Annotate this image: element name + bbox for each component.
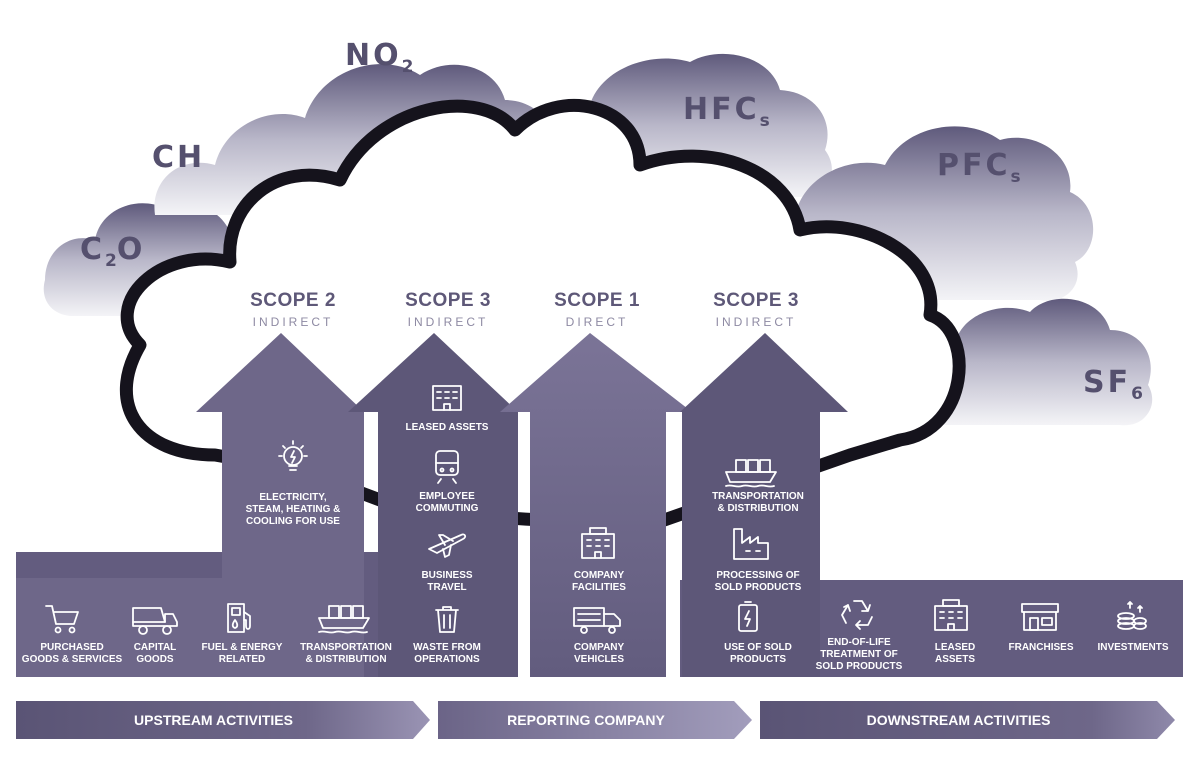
recycle-icon [841,600,873,630]
scope2-arrow [16,333,364,677]
scope1-arrow [500,333,692,677]
scope3-upstream-arrow [348,333,518,677]
scope-title: SCOPE 1 [554,290,640,311]
scope3-downstream-header: SCOPE 3 INDIRECT [676,290,836,329]
scope-title: SCOPE 3 [405,290,491,311]
trash-icon [435,606,459,633]
battery-icon [738,601,758,632]
gas-ch: CH [152,140,206,175]
lightbulb-icon [278,440,308,471]
scope-subtitle: INDIRECT [407,315,489,329]
gas-c2o: C2O [80,232,146,271]
label-leased-assets: LEASED ASSETS [405,422,489,433]
coins-icon [1117,601,1147,630]
label-business-travel: BUSINESS TRAVEL [421,570,473,593]
scope-subtitle: INDIRECT [252,315,334,329]
dump-truck-icon [132,607,178,635]
band-downstream [760,701,1175,739]
storefront-icon [1021,603,1059,631]
band-upstream-label: UPSTREAM ACTIVITIES [134,712,293,728]
gas-pfcs: PFCs [937,148,1021,187]
gas-no2: NO2 [345,38,414,77]
label-transport-distribution-up: TRANSPORTATION & DISTRIBUTION [300,642,392,665]
band-reporting-label: REPORTING COMPANY [507,712,665,728]
truck-icon [573,607,621,634]
scope-title: SCOPE 3 [713,290,799,311]
label-investments: INVESTMENTS [1097,642,1169,653]
label-employee-commuting: EMPLOYEE COMMUTING [415,491,479,514]
building-icon [432,385,462,411]
factory-icon [733,528,769,560]
label-use-of-sold: USE OF SOLD PRODUCTS [724,642,792,665]
scope-title: SCOPE 2 [250,290,336,311]
gas-sf6: SF6 [1083,365,1143,404]
building-icon [934,599,968,631]
scope1-header: SCOPE 1 DIRECT [517,290,677,329]
gas-hfcs: HFCs [683,92,770,131]
ship-icon [725,459,777,488]
label-waste: WASTE FROM OPERATIONS [413,642,481,665]
band-reporting [438,701,752,739]
scope3-upstream-header: SCOPE 3 INDIRECT [368,290,528,329]
cart-icon [45,605,79,634]
fuel-pump-icon [227,603,251,633]
label-company-vehicles: COMPANY VEHICLES [573,642,625,665]
band-upstream [16,701,430,739]
label-processing: PROCESSING OF SOLD PRODUCTS [714,570,802,593]
cloud-sf6 [903,298,1153,426]
scope2-header: SCOPE 2 INDIRECT [213,290,373,329]
label-end-of-life: END-OF-LIFE TREATMENT OF SOLD PRODUCTS [815,637,903,672]
ship-icon [318,605,370,634]
label-leased-assets-down: LEASED ASSETS [934,642,976,665]
label-franchises: FRANCHISES [1008,642,1074,653]
label-company-facilities: COMPANY FACILITIES [572,570,626,593]
label-transport-distribution-down: TRANSPORTATION & DISTRIBUTION [712,491,804,514]
train-icon [435,450,459,484]
label-fuel-energy: FUEL & ENERGY RELATED [201,642,283,665]
scope-subtitle: DIRECT [565,315,629,329]
building-icon [581,527,615,559]
label-capital-goods: CAPITAL GOODS [133,642,177,665]
scope-subtitle: INDIRECT [715,315,797,329]
scope3-downstream-arrow [680,333,848,677]
label-purchased-goods: PURCHASED GOODS & SERVICES [21,642,123,665]
band-downstream-label: DOWNSTREAM ACTIVITIES [866,712,1051,728]
airplane-icon [428,533,467,558]
label-electricity: ELECTRICITY, STEAM, HEATING & COOLING FO… [245,492,341,527]
